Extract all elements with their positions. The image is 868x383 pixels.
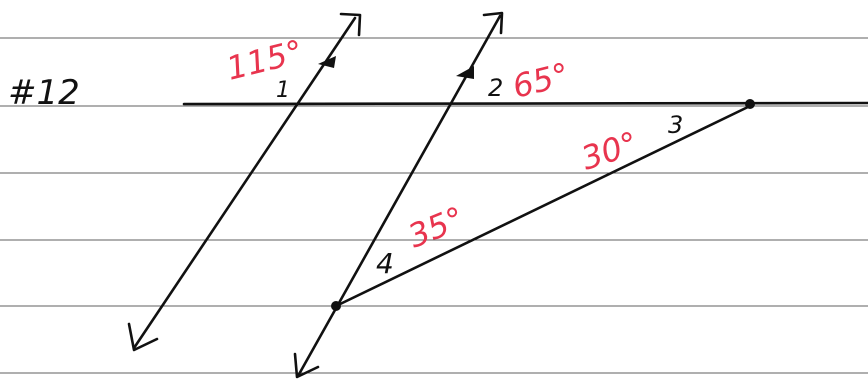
angle-2-label: 2 [488,74,503,102]
problem-label: #12 [8,73,80,113]
vertex-point [331,301,341,311]
diagonal-line [334,104,752,308]
parallel-mark-icon [456,66,474,79]
arrow-head-icon [482,11,504,35]
arrow-head-icon [127,322,159,352]
angle-1-value: 115° [223,32,307,88]
arrow-head-icon [339,12,362,37]
angle-3-value: 30° [577,124,643,178]
left-parallel-line [132,16,357,350]
angle-4-label: 4 [376,247,394,280]
angle-3-label: 3 [668,111,683,139]
vertex-point [745,99,755,109]
arrow-head-icon [293,352,320,379]
parallel-mark-icon [318,56,336,68]
angle-2-value: 65° [509,55,573,106]
angle-1-label: 1 [276,78,290,103]
